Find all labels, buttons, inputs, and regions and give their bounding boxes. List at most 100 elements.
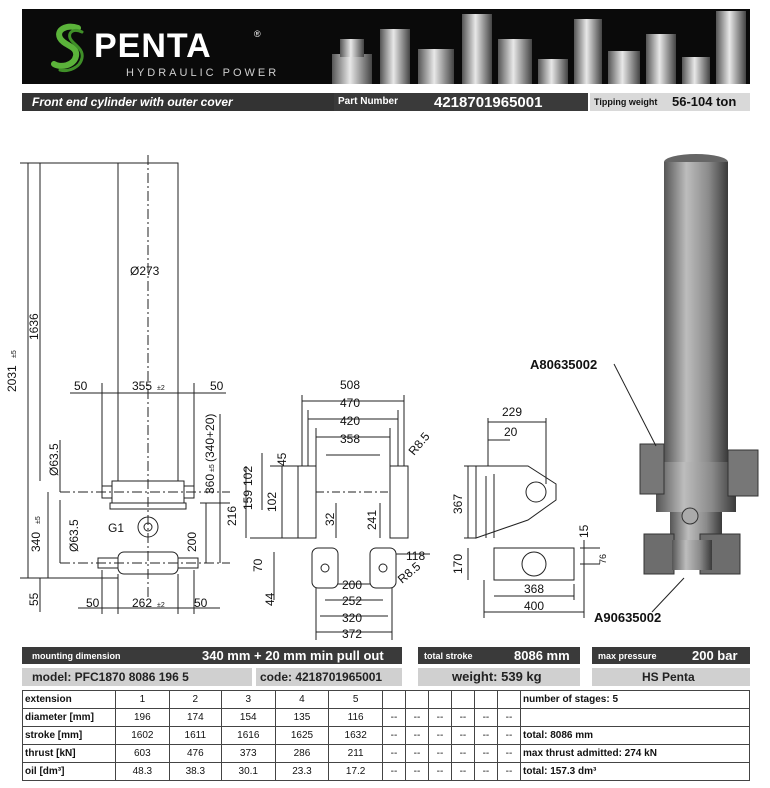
table-cell: 30.1	[220, 762, 276, 781]
table-cell: --	[473, 762, 498, 781]
weight: weight: 539 kg	[452, 669, 542, 684]
dim-340: 340	[29, 532, 43, 552]
row-summary: total: 157.3 dm³	[520, 762, 750, 781]
dim-118: 118	[406, 549, 425, 563]
tipping-value: 56-104 ton	[672, 94, 737, 109]
maker-bar: HS Penta	[592, 668, 750, 686]
table-cell: --	[450, 762, 475, 781]
table-cell: --	[404, 708, 429, 727]
dim-508: 508	[340, 378, 360, 392]
table-row: thrust [kN] 603 476 373 286 211 -- -- --…	[22, 744, 750, 763]
model: model: PFC1870 8086 196 5	[32, 670, 189, 684]
dim-262: 262	[132, 596, 152, 610]
table-cell	[404, 690, 429, 709]
table-cell: 211	[328, 744, 383, 763]
code: code: 4218701965001	[260, 670, 383, 684]
table-cell: --	[427, 744, 452, 763]
product-title: Front end cylinder with outer cover	[32, 95, 233, 109]
mounting-label: mounting dimension	[32, 651, 121, 661]
total-stroke-label: total stroke	[424, 651, 473, 661]
dim-216: 216	[225, 506, 239, 526]
callout-top: A80635002	[530, 357, 597, 372]
dim-229: 229	[502, 405, 522, 419]
dim-340-20: (340+20)	[203, 414, 217, 462]
dim-2031: 2031	[5, 365, 19, 392]
part-number-bar: Part Number 4218701965001	[334, 93, 588, 111]
table-cell: 48.3	[115, 762, 170, 781]
row-label: extension	[22, 690, 116, 709]
dim-358: 358	[340, 432, 360, 446]
dim-368: 368	[524, 582, 544, 596]
table-cell: 17.2	[328, 762, 383, 781]
max-pressure-value: 200 bar	[692, 648, 738, 663]
row-summary	[520, 708, 750, 727]
mounting-value: 340 mm + 20 mm min pull out	[202, 648, 384, 663]
table-cell: 373	[220, 744, 276, 763]
dim-50-bottom-left: 50	[86, 596, 100, 610]
table-cell: 38.3	[168, 762, 222, 781]
dim-360-tol: ±5	[209, 464, 216, 472]
dim-170: 170	[451, 554, 465, 574]
dim-d63-top: Ø63.5	[47, 443, 61, 476]
dim-102-top: 102	[241, 466, 255, 486]
table-cell	[496, 690, 522, 709]
dim-355: 355	[132, 379, 152, 393]
table-row: stroke [mm] 1602 1611 1616 1625 1632 -- …	[22, 726, 750, 745]
table-cell: --	[473, 744, 498, 763]
table-row: extension 1 2 3 4 5 number of stages: 5	[22, 690, 750, 709]
dim-70: 70	[251, 558, 265, 572]
dim-470: 470	[340, 396, 360, 410]
model-bar: model: PFC1870 8086 196 5	[22, 668, 252, 686]
table-cell: --	[381, 762, 406, 781]
dim-45: 45	[275, 452, 289, 466]
table-cell: 5	[328, 690, 383, 709]
product-title-bar: Front end cylinder with outer cover	[22, 93, 334, 111]
table-cell: --	[427, 708, 452, 727]
table-cell: --	[450, 726, 475, 745]
bracket-right-plate	[389, 465, 409, 539]
dim-r85-top: R8.5	[406, 429, 433, 458]
dim-55: 55	[27, 592, 41, 606]
dim-r85-bottom: R8.5	[395, 559, 424, 586]
table-cell: --	[496, 762, 522, 781]
base-plate-view	[493, 547, 575, 581]
row-label: diameter [mm]	[22, 708, 116, 727]
table-cell: 1625	[274, 726, 330, 745]
dim-32: 32	[323, 512, 337, 526]
penta-logo-icon	[51, 23, 84, 72]
dim-372: 372	[342, 627, 362, 640]
table-cell	[473, 690, 498, 709]
table-cell: --	[496, 726, 522, 745]
dim-d273: Ø273	[130, 264, 160, 278]
bracket-side-view	[475, 465, 557, 539]
code-bar: code: 4218701965001	[256, 668, 402, 686]
dim-44: 44	[263, 592, 277, 606]
row-summary: number of stages: 5	[520, 690, 750, 709]
bracket-foot-right	[369, 547, 397, 589]
row-label: thrust [kN]	[22, 744, 116, 763]
dim-320: 320	[342, 611, 362, 625]
tipping-weight-bar: Tipping weight 56-104 ton	[590, 93, 750, 111]
maker: HS Penta	[642, 670, 695, 684]
table-cell: 1	[115, 690, 170, 709]
table-cell: 3	[220, 690, 276, 709]
table-cell: 1616	[220, 726, 276, 745]
table-cell: 476	[168, 744, 222, 763]
cylinder-3d-render	[639, 154, 759, 575]
part-number: 4218701965001	[434, 94, 543, 111]
table-cell: --	[381, 708, 406, 727]
dim-102-bottom: 102	[265, 492, 279, 512]
total-stroke-bar: total stroke 8086 mm	[418, 647, 580, 664]
dim-76: 76	[598, 554, 608, 564]
product-photo-strip	[332, 11, 746, 84]
table-cell	[427, 690, 452, 709]
dim-420: 420	[340, 414, 360, 428]
total-stroke-value: 8086 mm	[514, 648, 570, 663]
mounting-bar: mounting dimension 340 mm + 20 mm min pu…	[22, 647, 402, 664]
dim-262-tol: ±2	[157, 602, 165, 609]
table-cell: 23.3	[274, 762, 330, 781]
table-cell: --	[427, 726, 452, 745]
dim-355-tol: ±2	[157, 385, 165, 392]
table-cell: 1602	[115, 726, 170, 745]
table-cell: --	[496, 708, 522, 727]
